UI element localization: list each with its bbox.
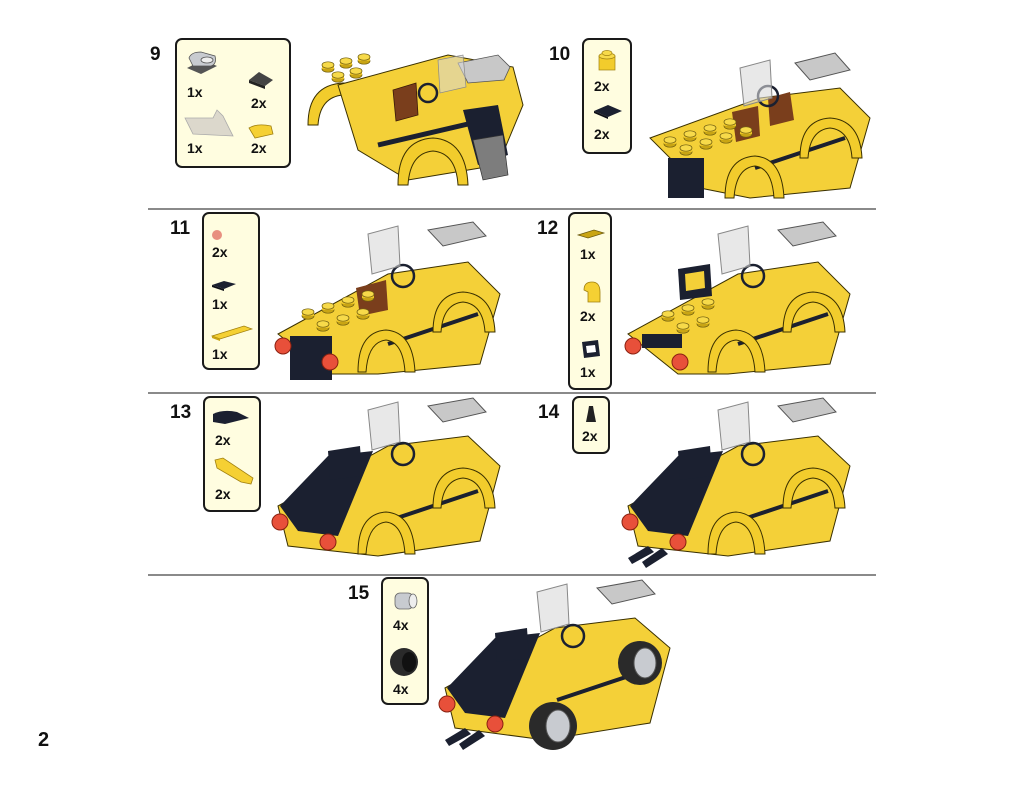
black-curved-slope-icon: [213, 410, 249, 424]
part-quantity: 2x: [251, 140, 267, 156]
part-quantity: 2x: [580, 308, 596, 324]
part-quantity: 2x: [215, 432, 231, 448]
row-divider-3: [148, 574, 876, 576]
part-quantity: 2x: [594, 126, 610, 142]
yellow-plate-icon: [210, 325, 254, 341]
page-number: 2: [38, 729, 50, 751]
step-number: 14: [538, 402, 560, 423]
part-quantity: 1x: [187, 84, 203, 100]
step-number: 11: [170, 218, 191, 239]
car-model-step-12: [624, 221, 851, 375]
parts-callout: 2x 2x: [203, 396, 261, 512]
yellow-curved-slope-icon: [214, 457, 254, 485]
trans-red-round-tile-icon: [212, 230, 222, 240]
yellow-curved-brick-icon: [583, 281, 601, 303]
light-gray-windscreen-icon: [184, 109, 234, 137]
car-model-step-13: [271, 397, 501, 557]
car-model-step-15-complete: [438, 579, 671, 750]
black-plate-icon: [594, 105, 622, 119]
part-quantity: 1x: [187, 140, 203, 156]
black-tire-icon: [390, 648, 418, 676]
black-plate-icon: [212, 281, 236, 291]
part-quantity: 4x: [393, 617, 409, 633]
part-quantity: 1x: [212, 296, 228, 312]
part-quantity: 2x: [582, 428, 598, 444]
step-number: 9: [150, 44, 161, 65]
black-cone-exhaust-icon: [586, 406, 596, 422]
part-quantity: 1x: [212, 346, 228, 362]
black-slope-icon: [249, 72, 273, 89]
part-quantity: 2x: [594, 78, 610, 94]
step-number: 15: [348, 583, 370, 604]
parts-callout: 2x: [572, 396, 610, 454]
part-quantity: 2x: [212, 244, 228, 260]
row-divider-1: [148, 208, 876, 210]
light-gray-wheel-rim-icon: [394, 592, 418, 610]
parts-callout: 4x 4x: [381, 577, 429, 705]
car-model-step-10: [649, 52, 871, 199]
part-quantity: 4x: [393, 681, 409, 697]
yellow-tile-icon: [576, 229, 606, 239]
parts-callout: 1x 2x 1x: [568, 212, 612, 390]
step-number: 13: [170, 402, 192, 423]
car-model-step-11: [274, 221, 501, 380]
parts-callout: 2x 2x: [582, 38, 632, 154]
yellow-curved-slope-icon: [248, 124, 274, 139]
part-quantity: 2x: [251, 95, 267, 111]
row-divider-2: [148, 392, 876, 394]
part-quantity: 1x: [580, 246, 596, 262]
yellow-brick-icon: [598, 50, 616, 71]
part-quantity: 2x: [215, 486, 231, 502]
step-number: 10: [549, 44, 571, 65]
parts-callout: 2x 1x 1x: [202, 212, 260, 370]
step-number: 12: [537, 218, 559, 239]
parts-callout: 1x 2x 1x 2x: [175, 38, 291, 168]
gray-engine-air-scoop-icon: [187, 51, 217, 74]
part-quantity: 1x: [580, 364, 596, 380]
car-model-step-14: [621, 397, 851, 568]
black-windscreen-icon: [582, 340, 600, 358]
car-model-step-9: [298, 45, 543, 190]
